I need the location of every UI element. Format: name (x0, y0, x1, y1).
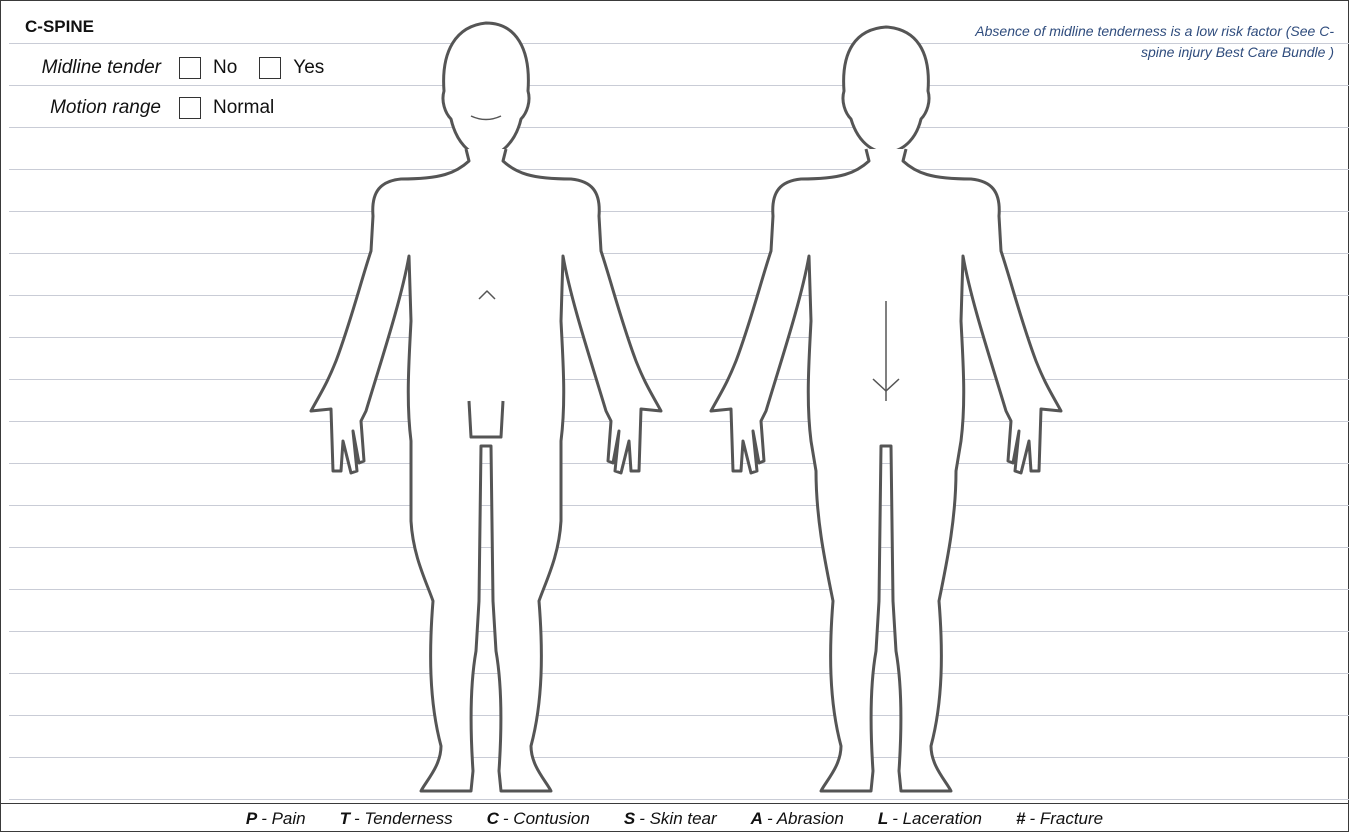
legend-code: T (340, 809, 350, 828)
legend-code: L (878, 809, 888, 828)
legend-text: - Contusion (503, 809, 590, 828)
legend-item: P- Pain (246, 809, 306, 829)
legend-text: - Pain (261, 809, 305, 828)
body-diagrams (1, 1, 1349, 801)
injury-legend: P- Pain T- Tenderness C- Contusion S- Skin … (1, 803, 1348, 834)
legend-text: - Skin tear (639, 809, 716, 828)
midline-tender-label: Midline tender (1, 57, 179, 79)
midline-no-checkbox[interactable] (179, 57, 201, 79)
legend-code: # (1016, 809, 1025, 828)
midline-yes-checkbox[interactable] (259, 57, 281, 79)
legend-code: P (246, 809, 257, 828)
legend-item: L- Laceration (878, 809, 982, 829)
motion-normal-option[interactable]: Normal (179, 97, 274, 119)
legend-code: C (487, 809, 499, 828)
motion-range-label: Motion range (1, 97, 179, 119)
c-spine-note: Absence of midline tenderness is a low r… (974, 21, 1334, 63)
legend-text: - Fracture (1029, 809, 1103, 828)
legend-item: C- Contusion (487, 809, 590, 829)
legend-item: A- Abrasion (751, 809, 844, 829)
midline-tender-row: Midline tender No Yes (1, 57, 346, 79)
legend-item: #- Fracture (1016, 809, 1103, 829)
motion-range-row: Motion range Normal (1, 97, 296, 119)
legend-code: S (624, 809, 635, 828)
section-title: C-SPINE (25, 17, 94, 37)
midline-yes-option[interactable]: Yes (259, 57, 324, 79)
midline-no-label: No (213, 57, 237, 79)
motion-normal-label: Normal (213, 97, 274, 119)
legend-code: A (751, 809, 763, 828)
midline-no-option[interactable]: No (179, 57, 237, 79)
body-front-figure (311, 23, 661, 791)
motion-normal-checkbox[interactable] (179, 97, 201, 119)
legend-text: - Abrasion (767, 809, 844, 828)
legend-text: - Tenderness (354, 809, 453, 828)
body-back-figure (711, 27, 1061, 791)
legend-item: S- Skin tear (624, 809, 717, 829)
legend-item: T- Tenderness (340, 809, 453, 829)
legend-text: - Laceration (892, 809, 982, 828)
midline-yes-label: Yes (293, 57, 324, 79)
